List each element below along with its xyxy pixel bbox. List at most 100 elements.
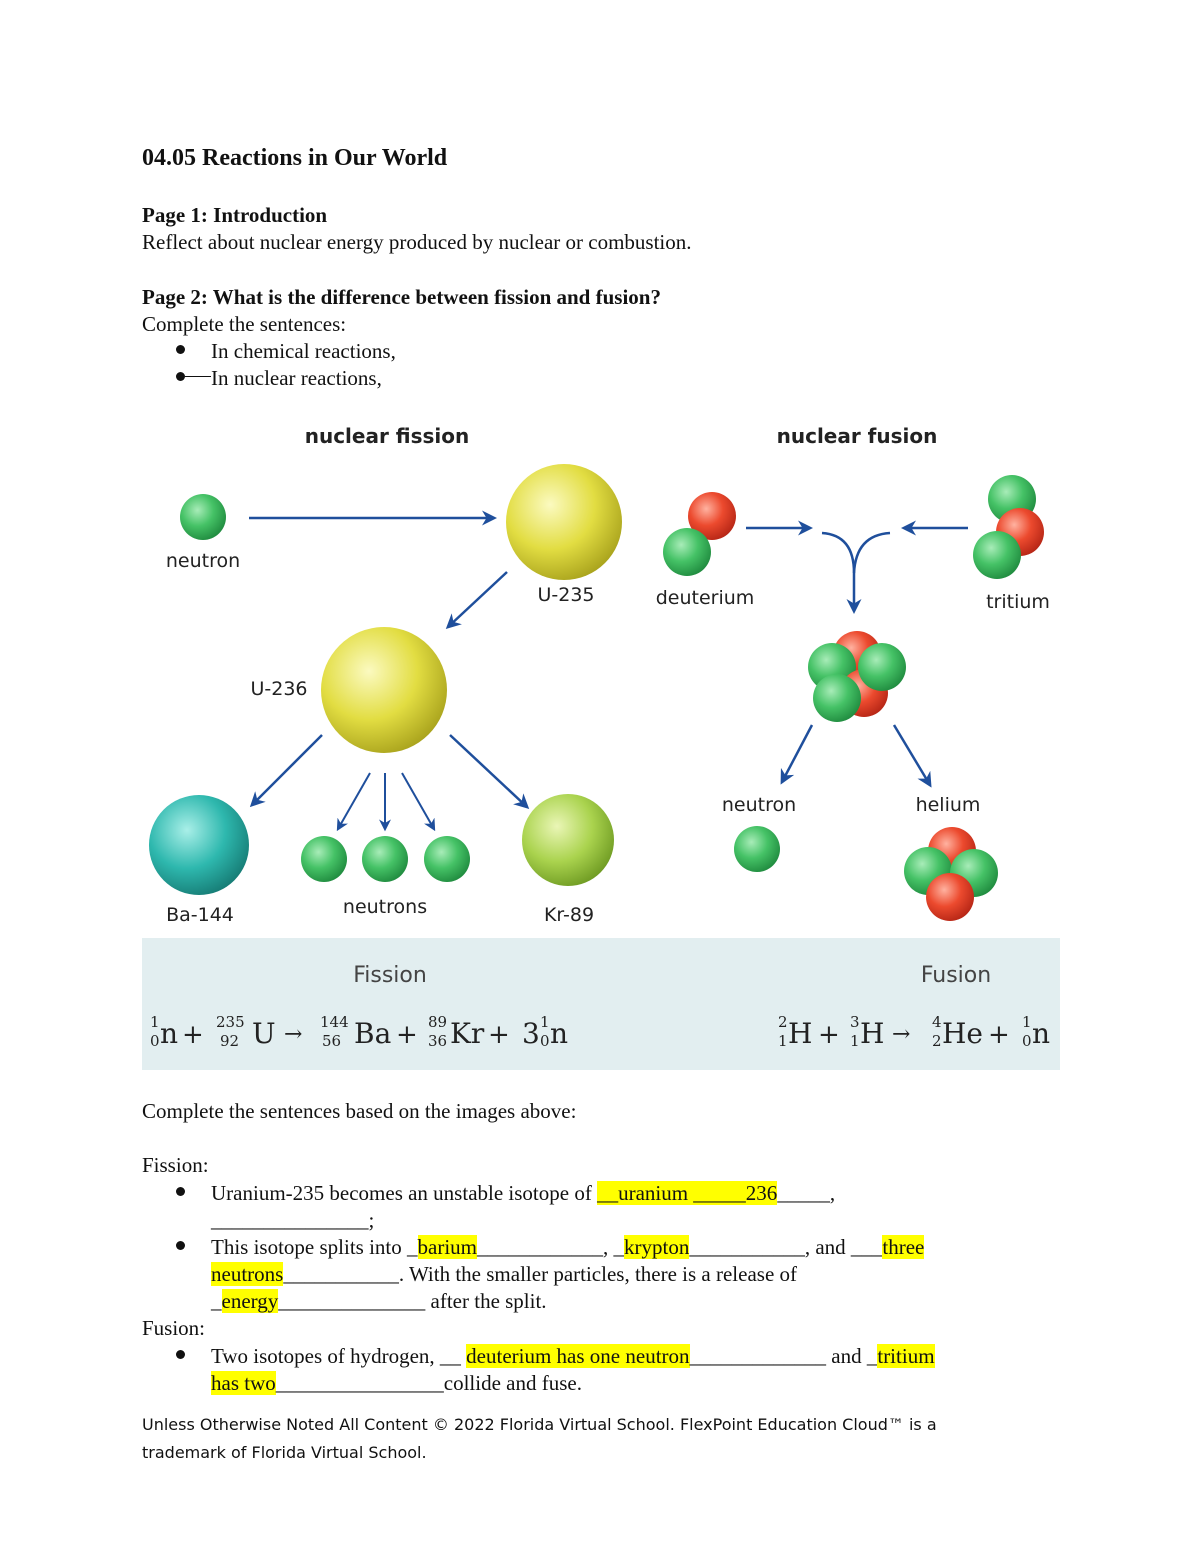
fission-equation-title: Fission [353,963,427,988]
answer-highlight: krypton [624,1235,690,1259]
svg-text:2: 2 [932,1032,942,1050]
ba144-nucleus [149,795,249,895]
helium-label: helium [916,794,981,816]
bullet-dot [176,345,185,354]
answer-highlight: __uranium _____236 [597,1181,778,1205]
svg-text:1: 1 [150,1013,160,1031]
answer-highlight: barium [417,1235,477,1259]
arrow [445,571,508,630]
sentence-text: ___________, and ___ [689,1235,883,1259]
arrow [449,734,530,810]
svg-text:2: 2 [778,1013,788,1031]
fusion-equation: 21 H + 31 H → 42 He + 10 n [778,1013,1050,1050]
svg-text:+: + [988,1020,1010,1050]
neutron-particle [973,531,1021,579]
svg-text:3: 3 [850,1013,860,1031]
neutron-particle [301,836,347,882]
deuterium-label: deuterium [656,587,755,609]
bullet-dot [176,1241,185,1250]
sentence-text: ___________. With the smaller particles,… [283,1262,798,1286]
svg-text:Kr: Kr [450,1017,485,1050]
answer-highlight: has two [211,1371,276,1395]
answer-highlight: tritium [877,1344,935,1368]
neutron-particle [663,528,711,576]
arrow [852,531,891,574]
svg-text:36: 36 [428,1032,447,1050]
ba144-label: Ba-144 [166,904,234,926]
proton-particle [688,492,736,540]
fission-sentence-1: Uranium-235 becomes an unstable isotope … [211,1180,835,1206]
svg-text:+: + [488,1020,510,1050]
sentence-text: Uranium-235 becomes an unstable isotope … [211,1181,598,1205]
sentence-text: This isotope splits into _ [211,1235,418,1259]
neutron-particle [180,494,226,540]
u235-nucleus [506,464,622,580]
svg-text:0: 0 [540,1032,550,1050]
neutrons-label: neutrons [343,896,427,918]
neutron-particle [424,836,470,882]
svg-text:56: 56 [322,1032,341,1050]
arrow [401,772,436,832]
svg-text:235: 235 [216,1013,245,1031]
fission-sentence-2-line2: neutrons___________. With the smaller pa… [211,1261,797,1287]
arrow [336,772,371,832]
strike-line [185,376,211,377]
page2-heading: Page 2: What is the difference between f… [142,285,661,309]
tritium-label: tritium [986,591,1050,613]
svg-text:n: n [160,1017,178,1050]
bullet-dot [176,1350,185,1359]
fusion-sentence-1: Two isotopes of hydrogen, __ deuterium h… [211,1343,935,1369]
bullet-dot [176,372,185,381]
svg-text:U: U [252,1017,276,1050]
svg-text:4: 4 [932,1013,942,1031]
page2-bullet-1: In chemical reactions, [211,339,396,363]
svg-text:1: 1 [1022,1013,1032,1031]
svg-text:1: 1 [540,1013,550,1031]
u236-nucleus [321,627,447,753]
svg-text:144: 144 [320,1013,349,1031]
footer-copyright-line2: trademark of Florida Virtual School. [142,1443,427,1462]
sentence-text: ______________ after the split. [278,1289,547,1313]
fusion-section-label: Fusion: [142,1316,206,1340]
svg-text:n: n [1032,1017,1050,1050]
svg-text:1: 1 [850,1032,860,1050]
bullet-dot [176,1187,185,1196]
neutron-particle [813,674,861,722]
arrow [821,531,862,614]
fusion-equation-title: Fusion [921,963,991,988]
page2-bullet-2: In nuclear reactions, [211,366,382,390]
answer-highlight: energy [221,1289,279,1313]
sentence-text: Two isotopes of hydrogen, __ [211,1344,467,1368]
u236-label: U-236 [250,678,307,700]
svg-text:→: → [892,1022,910,1047]
neutron-particle [362,836,408,882]
fission-sentence-1-line2: _______________; [211,1208,375,1232]
svg-text:H: H [788,1017,812,1050]
footer-copyright-line1: Unless Otherwise Noted All Content © 202… [142,1415,937,1434]
svg-text:Ba: Ba [354,1017,391,1050]
svg-text:H: H [860,1017,884,1050]
fusion-diagram-title: nuclear fusion [777,424,938,448]
fission-sentence-2-line3: _energy______________ after the split. [211,1288,547,1314]
fusion-sentence-1-line2: has two________________collide and fuse. [211,1370,582,1396]
neutron-particle [858,643,906,691]
svg-text:89: 89 [428,1013,447,1031]
equation-band [142,938,1060,1070]
proton-particle [926,873,974,921]
svg-text:n: n [550,1017,568,1050]
svg-text:+: + [818,1020,840,1050]
svg-text:92: 92 [220,1032,239,1050]
svg-text:He: He [942,1017,983,1050]
page1-text: Reflect about nuclear energy produced by… [142,230,692,254]
page1-heading: Page 1: Introduction [142,203,328,227]
answer-highlight: deuterium has one neutron [466,1344,690,1368]
kr89-nucleus [522,794,614,886]
answer-highlight: three [882,1235,925,1259]
neutron-label: neutron [166,550,240,572]
svg-text:3: 3 [522,1017,540,1050]
page2-instruction: Complete the sentences: [142,312,347,336]
doc-title: 04.05 Reactions in Our World [142,145,448,171]
u235-label: U-235 [537,584,594,606]
